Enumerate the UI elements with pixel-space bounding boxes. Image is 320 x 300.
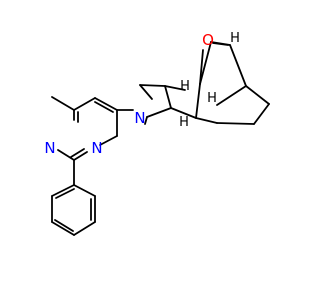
bond xyxy=(70,148,85,158)
bond xyxy=(245,85,270,105)
bond xyxy=(73,97,96,111)
bond xyxy=(199,41,212,85)
bond xyxy=(253,103,270,125)
bond-layer xyxy=(51,41,270,236)
stereo-hydrogen: H xyxy=(180,79,190,94)
bond xyxy=(94,97,118,111)
stereo-hydrogen: H xyxy=(230,31,240,46)
bond xyxy=(99,135,118,146)
bond xyxy=(55,188,75,199)
molecule-structure: O N N N H H H H xyxy=(44,31,270,236)
bond xyxy=(195,117,218,124)
bond xyxy=(139,84,153,100)
bond xyxy=(195,83,201,119)
bond xyxy=(164,85,172,109)
stereo-hydrogen: H xyxy=(207,91,217,106)
bond xyxy=(57,149,75,161)
bond xyxy=(212,42,229,46)
atom-labels: O N N N xyxy=(44,31,214,157)
bond xyxy=(229,44,247,87)
bond xyxy=(146,107,172,118)
stereo-hydrogens: H H H H xyxy=(179,31,240,130)
bond xyxy=(94,101,114,113)
bond xyxy=(73,221,96,236)
bond xyxy=(199,49,204,85)
pyrrolidine-nitrogen: N xyxy=(134,109,145,127)
oxygen-atom: O xyxy=(202,31,214,49)
pyrimidine-nitrogen-1: N xyxy=(44,139,55,157)
bond xyxy=(164,85,186,91)
stereo-hydrogen: H xyxy=(179,115,189,130)
bond xyxy=(170,107,197,119)
bond xyxy=(216,85,247,106)
bond xyxy=(216,122,255,125)
bond xyxy=(51,221,75,236)
bond xyxy=(139,84,166,87)
pyrimidine-nitrogen-3: N xyxy=(91,139,102,157)
bond xyxy=(51,184,75,197)
bond xyxy=(144,116,148,125)
bond xyxy=(73,151,88,161)
bond xyxy=(51,96,75,111)
bond xyxy=(73,184,96,197)
bond xyxy=(54,219,74,232)
